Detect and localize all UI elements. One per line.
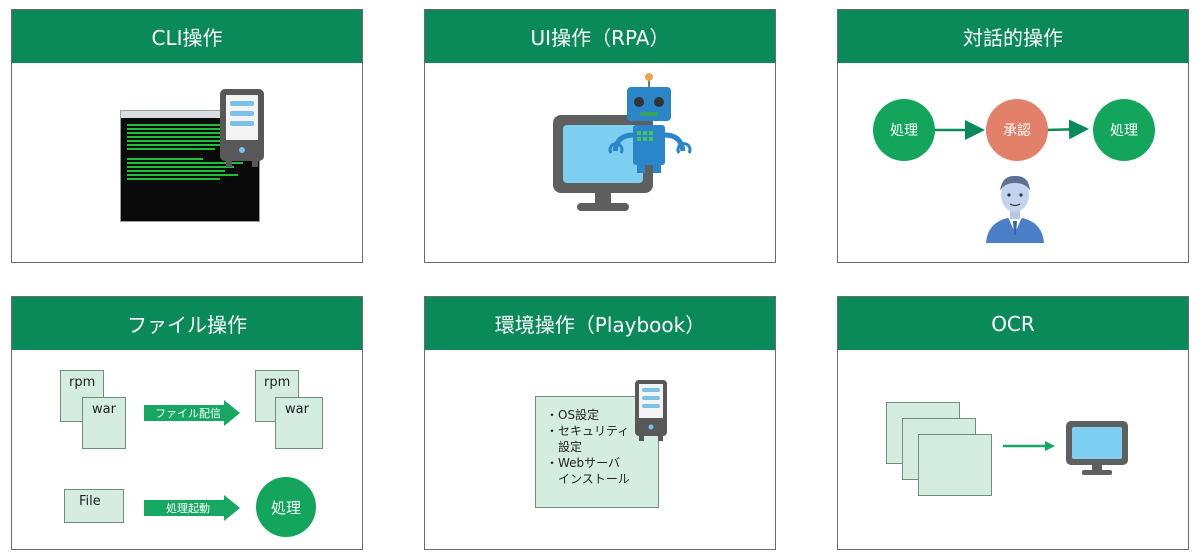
card-title: UI操作（RPA）: [425, 10, 775, 63]
monitor-icon: [1066, 421, 1128, 475]
dialog-flow: 処理 承認 処理: [838, 63, 1188, 263]
start-arrow: [144, 495, 240, 521]
ocr-arrow: [1003, 441, 1055, 451]
person-icon: [986, 175, 1044, 243]
card-title: 環境操作（Playbook）: [425, 297, 775, 350]
deliver-arrow: [144, 400, 240, 426]
flow-arrows: [934, 119, 1089, 140]
ocr-illustration: [838, 350, 1188, 550]
approve-node: 承認: [986, 99, 1048, 161]
deliver-arrow-label: ファイル配信: [155, 407, 221, 420]
cli-illustration: [12, 63, 362, 263]
card-playbook: 環境操作（Playbook） ・OS設定 ・セキュリティ 設定 ・Webサーバ …: [424, 296, 776, 550]
card-file: ファイル操作 rpm war ファイル配信 rpm war File 処理起動 …: [11, 296, 363, 550]
playbook-line-2: ・セキュリティ: [546, 424, 630, 438]
start-arrow-label: 処理起動: [166, 502, 210, 515]
rpa-illustration: [425, 63, 775, 263]
process-node-1: 処理: [873, 99, 935, 161]
card-title: CLI操作: [12, 10, 362, 63]
card-title: 対話的操作: [838, 10, 1188, 63]
card-ocr: OCR: [837, 296, 1189, 550]
playbook-line-1: ・OS設定: [546, 408, 600, 422]
process-node-2: 処理: [1093, 99, 1155, 161]
playbook-illustration: ・OS設定 ・セキュリティ 設定 ・Webサーバ インストール: [425, 350, 775, 550]
file-doc: File: [64, 489, 124, 523]
file-flow: rpm war ファイル配信 rpm war File 処理起動 処理: [12, 350, 362, 550]
robot-icon: [608, 73, 692, 173]
playbook-line-5: インストール: [546, 472, 630, 486]
playbook-line-4: ・Webサーバ: [546, 456, 621, 470]
playbook-line-3: 設定: [546, 440, 583, 454]
card-cli: CLI操作: [11, 9, 363, 263]
war-doc: war: [82, 397, 126, 449]
scan-page-3: [918, 434, 992, 496]
card-title: ファイル操作: [12, 297, 362, 350]
process-node: 処理: [256, 477, 316, 537]
card-rpa: UI操作（RPA）: [424, 9, 776, 263]
server-icon: [635, 380, 667, 441]
card-title: OCR: [838, 297, 1188, 350]
server-icon: [220, 89, 264, 167]
war-doc-2: war: [275, 397, 323, 449]
card-dialog: 対話的操作 処理 承認 処理: [837, 9, 1189, 263]
